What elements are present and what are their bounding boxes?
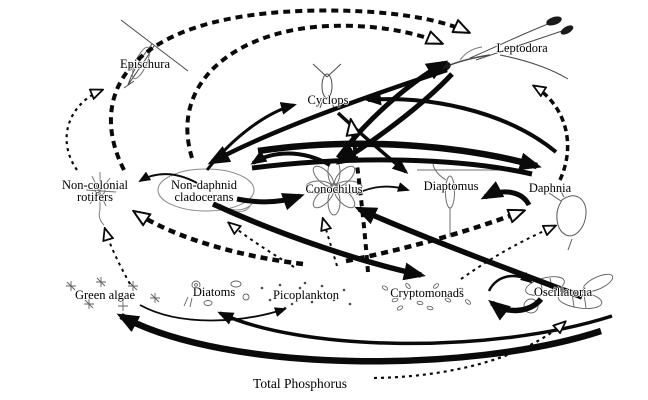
- arrow-picoplankton-to-cladocerans: [229, 223, 295, 268]
- arrow-rotifers-to-epischura: [65, 90, 102, 171]
- organism-icons: [66, 16, 614, 314]
- arrow-conochilus-to-daphnia: [257, 140, 542, 171]
- arrow-conochilus-to-diaptomus: [355, 182, 410, 195]
- arrow-rotifers-to-leptodora: [109, 8, 468, 171]
- arrow-cladocerans-to-conochilus: [236, 193, 305, 211]
- rotifer-icon: [85, 172, 117, 226]
- cryptomonad-cells-icon: [381, 283, 471, 311]
- green-algae-icon: [66, 277, 160, 311]
- arrow-oscillatoria-to-cryptomonads: [488, 297, 544, 321]
- solid-arrows: [116, 60, 613, 365]
- arrow-cladocerans-to-leptodora: [185, 23, 441, 159]
- arrow-leptodora-to-conochilus: [335, 72, 454, 165]
- arrow-daphnia-to-cyclops: [365, 92, 558, 154]
- diatom-cells-icon: [183, 280, 250, 308]
- arrow-green-algae-to-picoplankton: [139, 304, 287, 322]
- arrow-daphnia-to-leptodora: [534, 86, 570, 181]
- dashed-arrows: [65, 8, 570, 380]
- arrow-green-algae-to-rotifers: [105, 229, 131, 285]
- arrow-picoplankton-to-cyclops: [351, 121, 370, 273]
- arrow-phosphorus-to-oscillatoria: [373, 322, 565, 380]
- leptodora-icon: [435, 16, 574, 80]
- diaptomus-icon: [417, 163, 500, 237]
- arrow-cladocerans-to-rotifers: [138, 171, 198, 184]
- arrow-daphnia-to-diaptomus: [480, 181, 532, 207]
- arrow-picoplankton-to-rotifers: [135, 212, 304, 267]
- arrow-phosphorus-to-green-algae: [116, 313, 603, 365]
- arrow-conochilus-to-leptodora: [336, 60, 449, 160]
- picoplankton-dots-icon: [260, 281, 352, 310]
- arrow-cryptomonads-to-daphnia: [460, 226, 555, 280]
- arrow-picoplankton-to-conochilus: [323, 219, 338, 267]
- arrow-picoplankton-to-daphnia: [345, 211, 523, 264]
- arrow-cryptomonads-to-oscillatoria: [487, 271, 533, 292]
- arrow-oscillatoria-to-conochilus: [354, 206, 583, 300]
- epischura-icon: [120, 19, 189, 89]
- arrow-phosphorus-to-diatoms: [217, 311, 613, 346]
- arrow-cyclops-to-diaptomus: [336, 111, 409, 174]
- arrow-cladocerans-to-cryptomonads: [211, 201, 426, 281]
- daphnia-icon: [548, 185, 587, 251]
- cyclops-icon: [312, 63, 342, 109]
- conochilus-rosette-icon: [305, 158, 363, 216]
